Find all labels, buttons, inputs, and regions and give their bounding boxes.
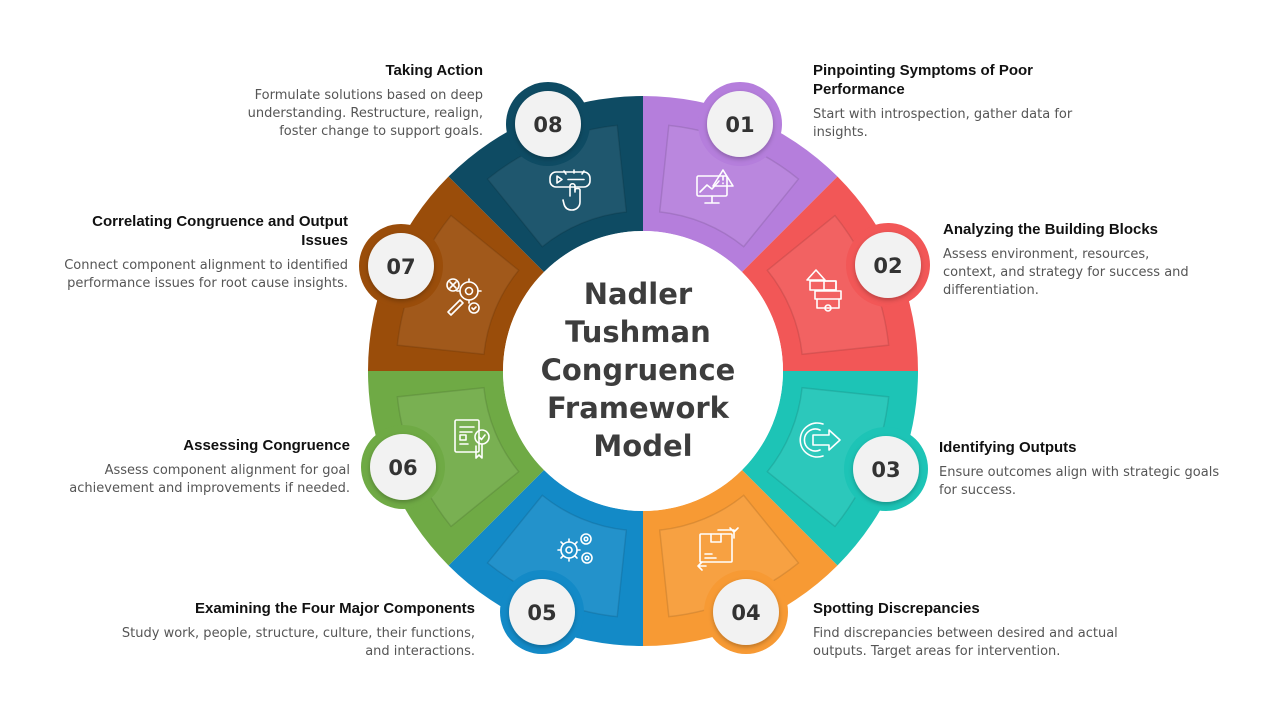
step-06-title: Assessing Congruence — [183, 437, 350, 454]
step-01-callout: Pinpointing Symptoms of Poor Performance… — [813, 61, 1073, 142]
segment-01 — [643, 96, 838, 273]
monitor-alert-icon — [696, 169, 734, 204]
segment-06 — [368, 371, 545, 566]
step-06-description: Assess component alignment for goal achi… — [69, 463, 350, 496]
badge-07-number: 07 — [386, 255, 415, 279]
badge-01 — [707, 91, 773, 157]
step-08-title: Taking Action — [385, 62, 484, 79]
segment-08 — [448, 96, 643, 273]
center-title-line-2: Tushman — [565, 315, 711, 349]
step-02-description: Assess environment, resources, context, … — [943, 247, 1189, 298]
step-07-callout: Correlating Congruence and Output Issues… — [60, 212, 348, 293]
center-title-line-1: Nadler — [584, 277, 693, 311]
segment-07 — [368, 176, 545, 371]
badge-01-number: 01 — [725, 113, 754, 137]
step-08-description: Formulate solutions based on deep unders… — [247, 88, 483, 139]
building-blocks-icon — [806, 269, 842, 312]
step-08-callout: Taking Action Formulate solutions based … — [233, 61, 483, 141]
badge-05 — [509, 579, 575, 645]
badge-03-number: 03 — [871, 458, 900, 482]
segment-03 — [741, 371, 918, 566]
center-title: Nadler Tushman Congruence Framework Mode… — [541, 277, 746, 463]
document-check-icon — [454, 419, 490, 459]
gear-pencil-icon — [446, 278, 482, 316]
step-01-title: Pinpointing Symptoms of Poor Performance — [813, 62, 1033, 98]
touch-screen-icon — [549, 169, 591, 211]
step-03-title: Identifying Outputs — [939, 439, 1077, 456]
badge-05-number: 05 — [527, 601, 556, 625]
step-05-callout: Examining the Four Major Components Stud… — [115, 599, 475, 661]
segment-02 — [741, 176, 918, 371]
step-04-title: Spotting Discrepancies — [813, 600, 980, 617]
badge-04-number: 04 — [731, 601, 760, 625]
badge-02-number: 02 — [873, 254, 902, 278]
step-03-callout: Identifying Outputs Ensure outcomes alig… — [939, 438, 1229, 500]
segment-04 — [643, 469, 838, 646]
box-arrows-icon — [697, 527, 739, 571]
badge-06-number: 06 — [388, 456, 417, 480]
badge-04 — [713, 579, 779, 645]
step-06-callout: Assessing Congruence Assess component al… — [60, 436, 350, 498]
step-01-description: Start with introspection, gather data fo… — [813, 107, 1073, 140]
center-circle — [503, 231, 783, 511]
segment-05 — [448, 469, 643, 646]
step-04-description: Find discrepancies between desired and a… — [813, 626, 1118, 659]
step-04-callout: Spotting Discrepancies Find discrepancie… — [813, 599, 1143, 661]
center-title-line-4: Framework — [547, 391, 730, 425]
step-07-description: Connect component alignment to identifie… — [64, 258, 348, 291]
badge-02 — [855, 232, 921, 298]
step-02-callout: Analyzing the Building Blocks Assess env… — [943, 220, 1203, 300]
center-title-line-3: Congruence — [541, 353, 736, 387]
step-02-title: Analyzing the Building Blocks — [943, 221, 1159, 238]
gears-icon — [557, 533, 593, 564]
step-05-title: Examining the Four Major Components — [194, 600, 475, 617]
output-arrow-icon — [799, 422, 841, 458]
badge-03 — [853, 436, 919, 502]
badge-06 — [370, 434, 436, 500]
badge-08 — [515, 91, 581, 157]
badge-08-number: 08 — [533, 113, 562, 137]
center-title-line-5: Model — [593, 429, 692, 463]
badge-07 — [368, 233, 434, 299]
step-03-description: Ensure outcomes align with strategic goa… — [939, 465, 1220, 498]
step-07-title: Correlating Congruence and Output Issues — [92, 213, 348, 249]
step-05-description: Study work, people, structure, culture, … — [121, 626, 475, 659]
